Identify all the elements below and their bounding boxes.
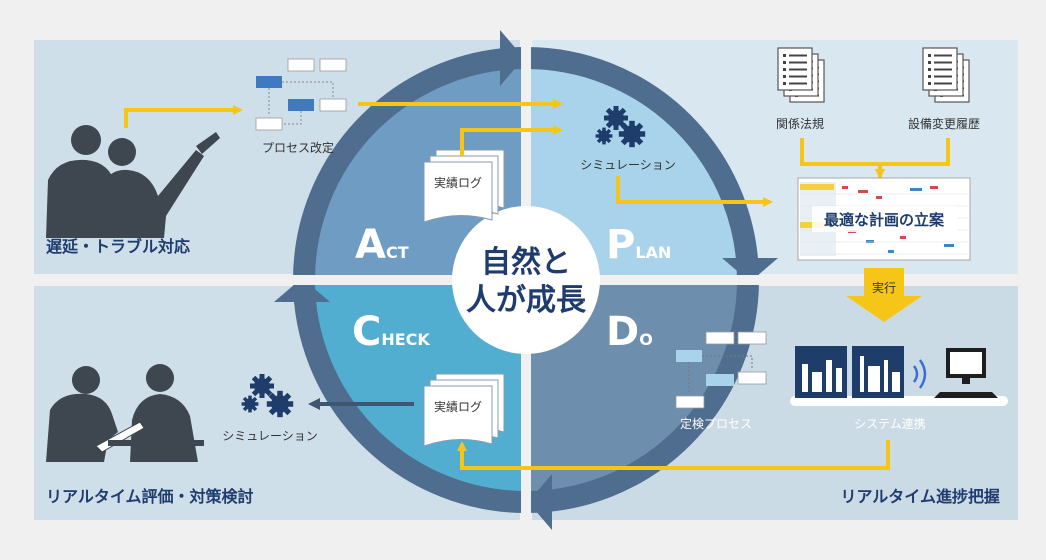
computer-icon bbox=[934, 348, 998, 398]
br-title: リアルタイム進捗把握 bbox=[840, 487, 1000, 506]
people-pointing-illustration bbox=[46, 125, 220, 238]
tr-plan-label: 最適な計画の立案 bbox=[824, 211, 945, 229]
equipment-history-documents-icon bbox=[922, 47, 970, 103]
process-flow-icon bbox=[255, 58, 347, 131]
tl-log-label: 実績ログ bbox=[434, 175, 482, 190]
plant-icons bbox=[790, 346, 1008, 406]
arrow-system-to-log bbox=[457, 440, 890, 470]
quadrant-do bbox=[526, 280, 740, 494]
bl-log-label: 実績ログ bbox=[434, 399, 482, 414]
ring-arrow-left bbox=[274, 278, 330, 302]
tr-sim-label: シミュレーション bbox=[580, 158, 676, 172]
bl-sim-label: シミュレーション bbox=[222, 429, 318, 443]
execute-label: 実行 bbox=[872, 280, 896, 295]
schedule-chart bbox=[797, 177, 971, 261]
center-line2: 人が成長 bbox=[466, 283, 587, 318]
quadrant-act bbox=[312, 66, 526, 280]
phase-check: CHECK bbox=[352, 309, 430, 355]
people-meeting-illustration bbox=[46, 364, 204, 462]
log-documents-bottom bbox=[423, 373, 505, 447]
log-documents-top bbox=[423, 149, 505, 223]
center-line1: 自然と bbox=[481, 245, 571, 280]
tl-process-label: プロセス改定 bbox=[262, 140, 334, 155]
arrow-log-to-sim bbox=[460, 125, 563, 156]
phase-plan: PLAN bbox=[606, 222, 671, 268]
ring-arrow-right bbox=[722, 258, 778, 282]
bl-title: リアルタイム評価・対策検討 bbox=[46, 487, 254, 506]
phase-do: DO bbox=[606, 309, 653, 355]
arrow-people-to-process bbox=[124, 105, 243, 128]
execute-arrow bbox=[846, 268, 922, 322]
quadrant-plan bbox=[526, 66, 740, 280]
inspection-process-icon bbox=[675, 331, 767, 409]
ring-arrow-bottom bbox=[528, 474, 552, 530]
tl-title: 遅延・トラブル対応 bbox=[46, 237, 190, 256]
br-system-label: システム連携 bbox=[854, 416, 926, 431]
arrow-sim-to-plan bbox=[616, 176, 773, 207]
laws-documents-icon bbox=[777, 47, 825, 103]
ring-arrow-top bbox=[500, 30, 524, 86]
phase-act: ACT bbox=[355, 222, 409, 268]
center-circle bbox=[452, 206, 600, 354]
tr-doc2-label: 設備変更履歴 bbox=[908, 116, 980, 131]
tr-doc1-label: 関係法規 bbox=[776, 116, 824, 131]
br-process-label: 定検プロセス bbox=[680, 416, 752, 431]
